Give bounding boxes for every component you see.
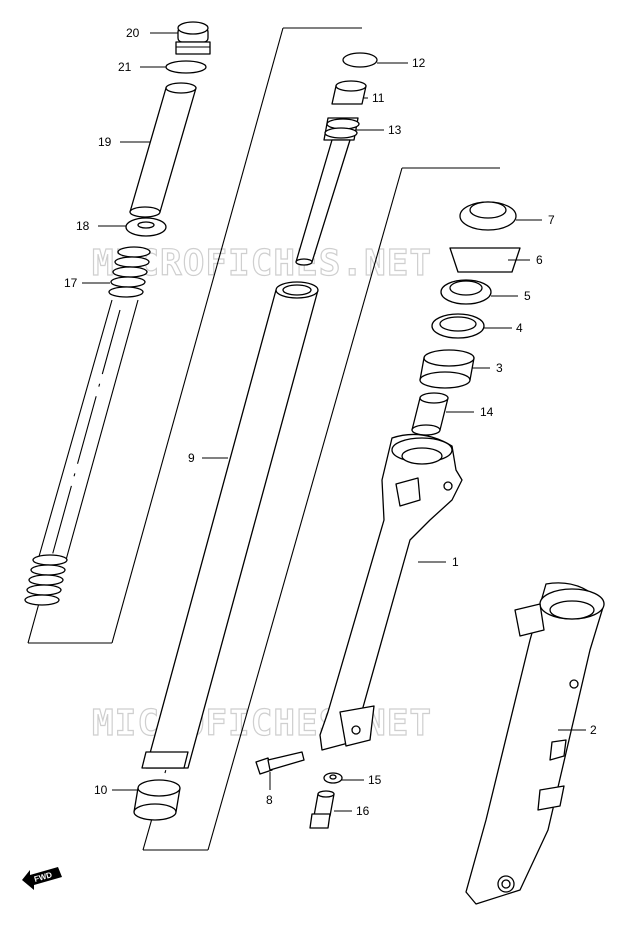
spring-seat-part (125, 217, 167, 237)
axle-bolt-part (255, 751, 305, 775)
callout-10: 10 (94, 783, 108, 797)
callouts: 20 21 19 18 17 9 10 12 11 13 7 6 5 4 3 1… (64, 26, 597, 818)
callout-14: 14 (480, 405, 494, 419)
fwd-arrow-icon: FWD (22, 867, 62, 890)
callout-9: 9 (188, 451, 195, 465)
callout-6: 6 (536, 253, 543, 267)
fork-spring-part (24, 246, 151, 606)
callout-2: 2 (590, 723, 597, 737)
callout-7: 7 (548, 213, 555, 227)
callout-1: 1 (452, 555, 459, 569)
inner-tube-group-outline (27, 27, 362, 644)
oil-seal-part (440, 279, 492, 305)
callout-5: 5 (524, 289, 531, 303)
callout-21: 21 (118, 60, 132, 74)
cap-bolt-part (175, 21, 211, 55)
callout-17: 17 (64, 276, 78, 290)
callout-3: 3 (496, 361, 503, 375)
oil-lock-piece-part (411, 392, 449, 436)
spacer-tube-part (129, 82, 197, 218)
guide-bushing-part (419, 349, 475, 389)
drain-bolt-part (309, 790, 335, 829)
callout-16: 16 (356, 804, 370, 818)
outer-tube-right-part (465, 582, 605, 905)
outer-tube-left-part (319, 433, 463, 751)
o-ring-part (165, 60, 207, 74)
piston-ring-part (324, 118, 360, 139)
leader-lines (82, 32, 586, 812)
gasket-part (323, 772, 343, 784)
callout-12: 12 (412, 56, 426, 70)
callout-4: 4 (516, 321, 523, 335)
callout-13: 13 (388, 123, 402, 137)
dust-seal-part (459, 201, 517, 231)
damper-rod-part (295, 80, 367, 266)
washer-part (431, 313, 485, 339)
callout-18: 18 (76, 219, 90, 233)
callout-20: 20 (126, 26, 140, 40)
watermark-bottom: MICROFICHES.NET (92, 703, 432, 744)
callout-19: 19 (98, 135, 112, 149)
callout-15: 15 (368, 773, 382, 787)
rebound-ring-part (342, 52, 378, 68)
callout-8: 8 (266, 793, 273, 807)
slide-bushing-part (133, 779, 181, 821)
inner-tube-part (141, 281, 319, 769)
stopper-ring-part (449, 247, 521, 273)
callout-11: 11 (372, 91, 385, 105)
